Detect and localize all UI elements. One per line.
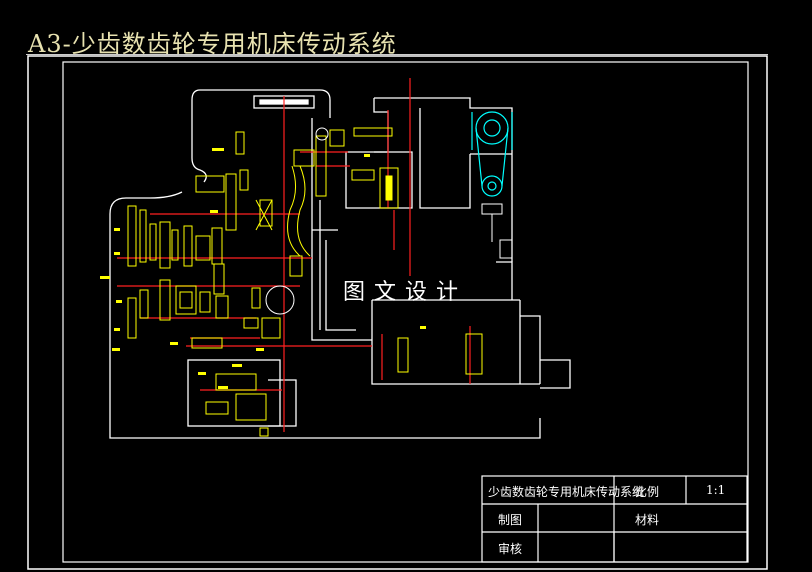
title-block-scale-label: 比例 xyxy=(635,485,660,499)
outer-sheet-border xyxy=(27,55,768,570)
belt-pulley-drive xyxy=(471,111,513,197)
title-block-drawing-name: 少齿数齿轮专用机床传动系统 xyxy=(488,485,645,499)
inner-drawing-frame xyxy=(62,61,749,563)
title-underline xyxy=(26,54,768,55)
title-block-drawn-by-label: 制图 xyxy=(498,513,523,527)
gear-train-components xyxy=(127,127,483,437)
slide-column xyxy=(481,203,513,259)
drawing-title: A3-少齿数齿轮专用机床传动系统 xyxy=(28,30,397,58)
title-block-grid xyxy=(481,475,748,563)
title-block-material-label: 材料 xyxy=(635,513,660,527)
title-block-checked-by-label: 审核 xyxy=(498,542,523,556)
title-block-scale-value: 1:1 xyxy=(706,483,726,497)
annotation-marks xyxy=(100,148,426,389)
watermark-text: 图文设计 xyxy=(343,280,468,305)
machine-housing-outline xyxy=(109,89,571,439)
